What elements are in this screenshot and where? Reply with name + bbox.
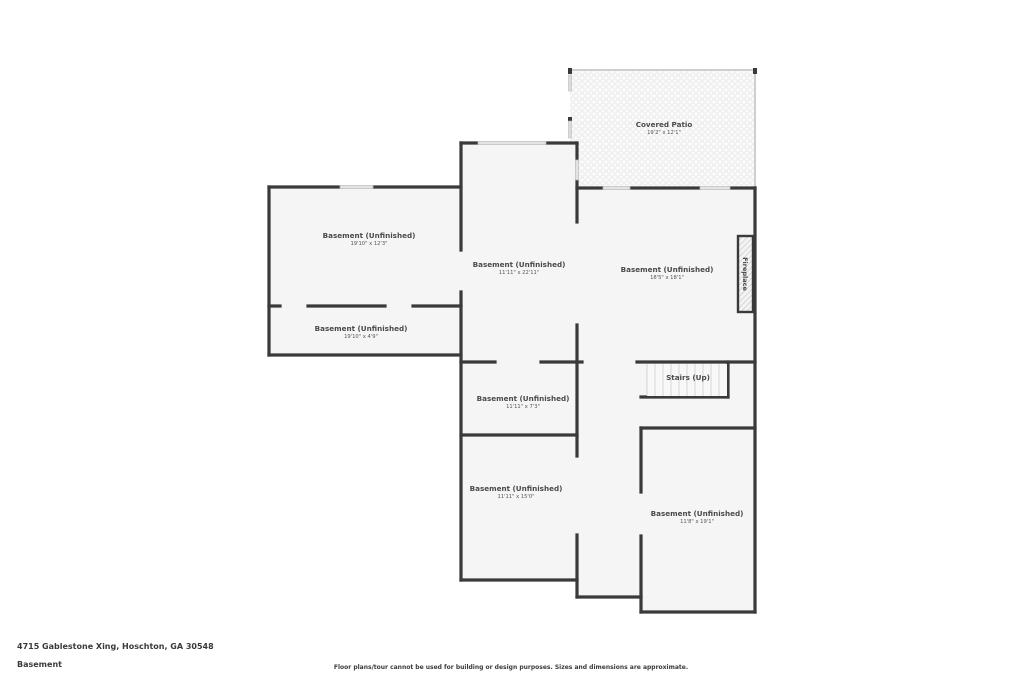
- room-name: Basement (Unfinished): [315, 324, 408, 333]
- room-basement-lower-right: Basement (Unfinished) 11'8" x 19'1": [651, 509, 744, 525]
- room-stairs: Stairs (Up): [666, 373, 710, 382]
- room-name: Basement (Unfinished): [323, 231, 416, 240]
- walls: [267, 141, 757, 614]
- room-name: Basement (Unfinished): [477, 394, 570, 403]
- floor-fills: [269, 70, 756, 612]
- room-name: Basement (Unfinished): [473, 260, 566, 269]
- room-name: Basement (Unfinished): [621, 265, 714, 274]
- disclaimer: Floor plans/tour cannot be used for buil…: [0, 664, 1024, 671]
- room-covered-patio: Covered Patio 19'2" x 12'1": [636, 120, 693, 136]
- room-name: Basement (Unfinished): [470, 484, 563, 493]
- room-name: Stairs (Up): [666, 373, 710, 382]
- room-basement-small: Basement (Unfinished) 11'11" x 7'3": [477, 394, 570, 410]
- room-dimensions: 11'11" x 22'11": [499, 270, 539, 276]
- stairs: [646, 364, 727, 396]
- room-dimensions: 11'8" x 19'1": [680, 519, 714, 525]
- room-dimensions: 11'11" x 7'3": [506, 404, 540, 410]
- disclaimer-text: Floor plans/tour cannot be used for buil…: [333, 664, 689, 671]
- room-name: Covered Patio: [636, 120, 693, 129]
- room-basement-center: Basement (Unfinished) 11'11" x 22'11": [473, 260, 566, 276]
- windows: [339, 141, 731, 190]
- property-address: 4715 Gablestone Xing, Hoschton, GA 30548: [17, 642, 214, 651]
- room-labels: Covered Patio 19'2" x 12'1" Basement (Un…: [315, 120, 744, 525]
- fireplace: Fireplace: [736, 234, 755, 314]
- room-basement-right: Basement (Unfinished) 18'5" x 18'1": [621, 265, 714, 281]
- room-basement-left-top: Basement (Unfinished) 19'10" x 12'3": [323, 231, 416, 247]
- patio-outline: [570, 69, 756, 188]
- room-dimensions: 18'5" x 18'1": [650, 275, 684, 281]
- room-name: Basement (Unfinished): [651, 509, 744, 518]
- fireplace-label: Fireplace: [741, 257, 749, 291]
- window-right-top-1: [602, 186, 631, 190]
- room-basement-lower-left: Basement (Unfinished) 11'11" x 15'0": [470, 484, 563, 500]
- patio-floor: [570, 70, 756, 188]
- room-basement-left-bottom: Basement (Unfinished) 19'10" x 4'9": [315, 324, 408, 340]
- patio-posts: [568, 68, 757, 121]
- room-dimensions: 19'10" x 4'9": [344, 334, 378, 340]
- room-dimensions: 19'2" x 12'1": [647, 130, 681, 136]
- basement-floor: [269, 143, 755, 612]
- room-dimensions: 11'11" x 15'0": [497, 494, 534, 500]
- window-left-top: [339, 185, 374, 189]
- window-center-top: [477, 141, 547, 145]
- window-right-top-2: [699, 186, 731, 190]
- window-center-side: [575, 159, 579, 181]
- floor-level-label: Basement: [17, 660, 62, 669]
- patio-side-windows: [568, 74, 572, 139]
- room-dimensions: 19'10" x 12'3": [350, 241, 387, 247]
